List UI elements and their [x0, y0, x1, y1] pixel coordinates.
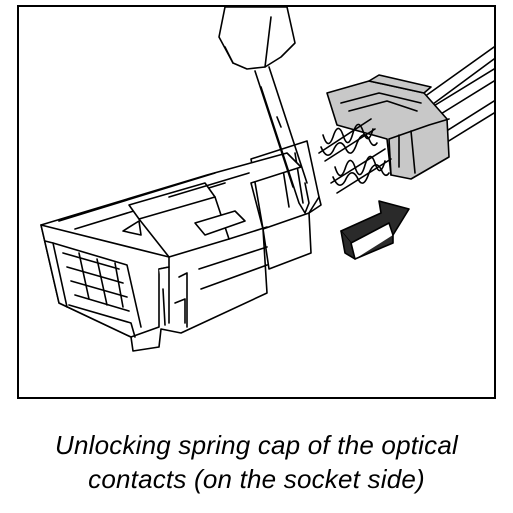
- spring-cap: [326, 74, 450, 180]
- push-arrow: [340, 200, 410, 260]
- screwdriver-tool: [218, 7, 310, 214]
- illustration-frame: [17, 5, 496, 399]
- lower-spring: [330, 148, 392, 194]
- connector-front-slots: [44, 240, 142, 338]
- upper-spring: [318, 118, 378, 162]
- caption-line-1: Unlocking spring cap of the optical: [54, 430, 458, 460]
- connector-illustration: [40, 7, 494, 352]
- figure-caption: Unlocking spring cap of the optical cont…: [0, 428, 513, 496]
- caption-line-2: contacts (on the socket side): [88, 464, 425, 494]
